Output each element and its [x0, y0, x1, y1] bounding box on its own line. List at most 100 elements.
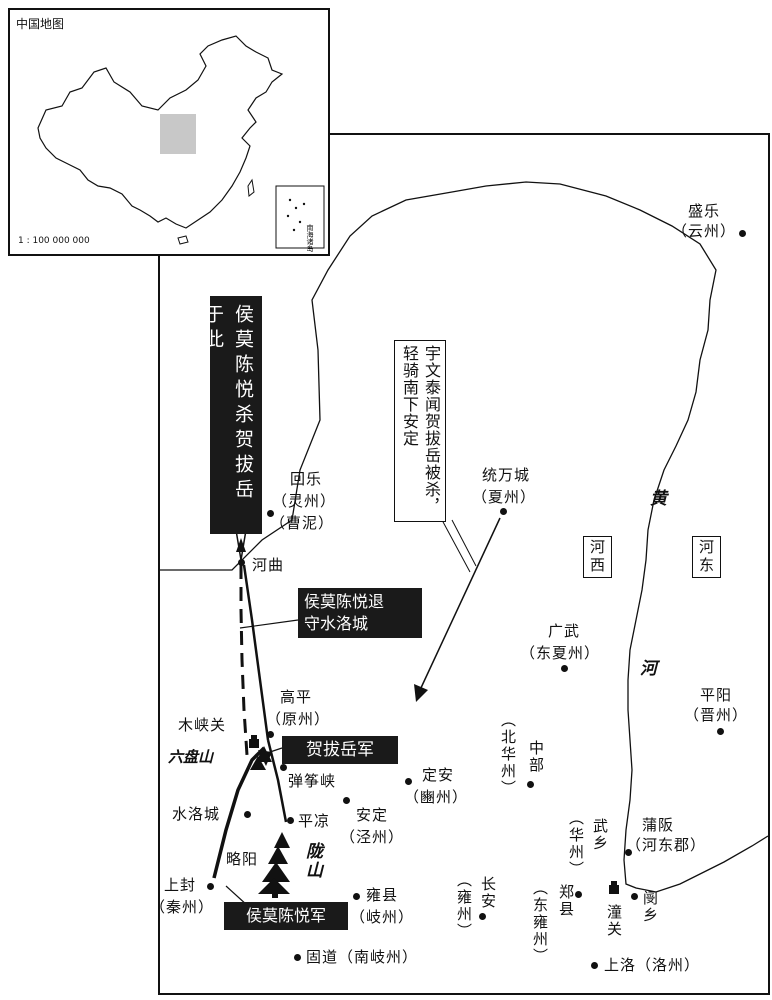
dot-shengle: [738, 229, 746, 237]
region-hexi: 河西: [583, 536, 612, 578]
retreat-dashed-line: [239, 565, 249, 756]
annotation-heba-army-text: 贺拔岳军: [306, 740, 374, 760]
place-muxia: 木峡关: [178, 716, 227, 734]
place-wenxiang: 阌乡: [641, 890, 659, 924]
dot-guangwu: [560, 664, 568, 672]
region-hedong: 河东: [692, 536, 721, 578]
place-pingyang: 平阳: [700, 686, 733, 704]
yuwen-arrowhead: [414, 684, 428, 702]
dot-danzheng: [279, 763, 287, 771]
dot-shuiluo: [243, 810, 251, 818]
place-puban: 蒲阪: [642, 816, 675, 834]
place-beihua: （北华州）: [499, 712, 517, 797]
pass-tongguan: [609, 881, 619, 894]
yellow-river-line: [160, 181, 769, 893]
annotation-houmo-army: 侯莫陈悦军: [224, 902, 348, 930]
taiwan-island: [247, 178, 255, 197]
river-label-he: 河: [640, 659, 657, 679]
liupan-mountain: [250, 746, 272, 770]
place-wuxiang: 武乡: [591, 818, 609, 852]
annotation-retreat-line1: 侯莫陈悦退: [304, 592, 385, 611]
dot-gaoping: [266, 730, 274, 738]
place-yongxian: 雍县: [366, 886, 399, 904]
longshan-mountains: [258, 832, 290, 898]
place-pingliang: 平凉: [298, 812, 331, 830]
place-tongwan: 统万城: [482, 466, 531, 484]
place-gudao: 固道（南岐州）: [306, 948, 419, 966]
dot-hequ: [237, 558, 245, 566]
inset-map-china: 中国地图 南海诸岛 1 : 100 000 000: [8, 8, 330, 256]
callout-pointer: [441, 519, 477, 573]
place-changan: 长安: [479, 876, 497, 910]
place-longshan: 陇山: [302, 842, 322, 880]
place-puban-alt: （河东郡）: [626, 836, 707, 854]
place-zhengxian-alt: （东雍州）: [531, 880, 549, 965]
dot-changan: [478, 912, 486, 920]
dot-dingan: [404, 777, 412, 785]
china-outline: [37, 35, 284, 229]
dot-wenxiang: [630, 892, 638, 900]
pass-muxia: [249, 735, 259, 748]
main-map-frame: [158, 133, 770, 995]
inset-title: 中国地图: [16, 17, 65, 31]
place-zhongbu: 中部: [527, 740, 545, 774]
dot-anding: [342, 796, 350, 804]
dot-pingyang: [716, 727, 724, 735]
place-shengle: 盛乐: [688, 202, 721, 220]
place-anding: 安定: [356, 806, 389, 824]
south-sea-islands: [286, 198, 306, 232]
place-shuiluo: 水洛城: [172, 805, 221, 823]
place-shangfeng-alt: （秦州）: [150, 898, 215, 916]
dot-pingliang: [286, 816, 294, 824]
dot-huile: [266, 509, 274, 517]
place-zhengxian: 郑县: [557, 884, 575, 918]
place-pingyang-alt: （晋州）: [684, 706, 749, 724]
place-huile-alt2: （曹泥）: [270, 514, 335, 532]
place-shangluo: 上洛（洛州）: [604, 956, 701, 974]
annotation-houmo-kill-text: 侯莫陈悦杀贺拔岳于此: [202, 304, 254, 504]
dot-tongwan: [499, 507, 507, 515]
study-area-highlight: [160, 114, 196, 154]
place-wuxiang-alt: （华州）: [567, 810, 585, 878]
heba-march-line: [242, 564, 270, 741]
place-hequ: 河曲: [252, 556, 285, 574]
dot-yongxian: [352, 892, 360, 900]
place-gaoping: 高平: [280, 688, 313, 706]
annotation-heba-army: 贺拔岳军: [282, 736, 398, 764]
place-danzheng: 弹筝峡: [288, 772, 337, 790]
annotation-yuwen-text: 宇文泰闻贺拔岳被杀，轻骑南下安定: [400, 345, 441, 515]
retreat-pointer: [239, 619, 299, 629]
annotation-houmo-army-text: 侯莫陈悦军: [245, 906, 326, 925]
place-guangwu: 广武: [548, 622, 581, 640]
place-anding-alt: （泾州）: [340, 828, 405, 846]
place-dingan-alt: （豳州）: [404, 788, 469, 806]
place-huile: 回乐: [290, 470, 323, 488]
place-tongguan: 潼关: [605, 904, 623, 938]
dot-gudao: [293, 953, 301, 961]
place-shangfeng: 上封: [164, 876, 197, 894]
china-outline-svg: [37, 35, 325, 249]
place-shengle-alt: （云州）: [672, 222, 737, 240]
place-dingan: 定安: [422, 766, 455, 784]
annotation-retreat-line2: 守水洛城: [304, 614, 369, 633]
place-guangwu-alt: （东夏州）: [520, 644, 601, 662]
river-label-huang: 黄: [650, 489, 667, 509]
annotation-yuwen-callout: 宇文泰闻贺拔岳被杀，轻骑南下安定: [394, 340, 446, 522]
place-huile-alt: （灵州）: [272, 492, 337, 510]
south-sea-inset-box: [275, 185, 325, 249]
place-liupan: 六盘山: [168, 748, 214, 766]
south-sea-label: 南海诸岛: [306, 224, 314, 252]
place-changan-alt: （雍州）: [455, 872, 473, 940]
hainan-island: [177, 235, 189, 245]
inset-scale: 1 : 100 000 000: [18, 236, 90, 246]
dot-shangluo: [590, 961, 598, 969]
annotation-houmo-kill: 侯莫陈悦杀贺拔岳于此: [202, 296, 262, 534]
dot-puban: [624, 848, 632, 856]
place-gaoping-alt: （原州）: [266, 710, 331, 728]
dot-shangfeng: [206, 882, 214, 890]
place-lveyang: 略阳: [226, 850, 259, 868]
houmo-advance-line: [212, 746, 266, 879]
dot-zhongbu: [526, 780, 534, 788]
place-tongwan-alt: （夏州）: [472, 488, 537, 506]
annotation-houmo-retreat: 侯莫陈悦退 守水洛城: [298, 588, 422, 638]
